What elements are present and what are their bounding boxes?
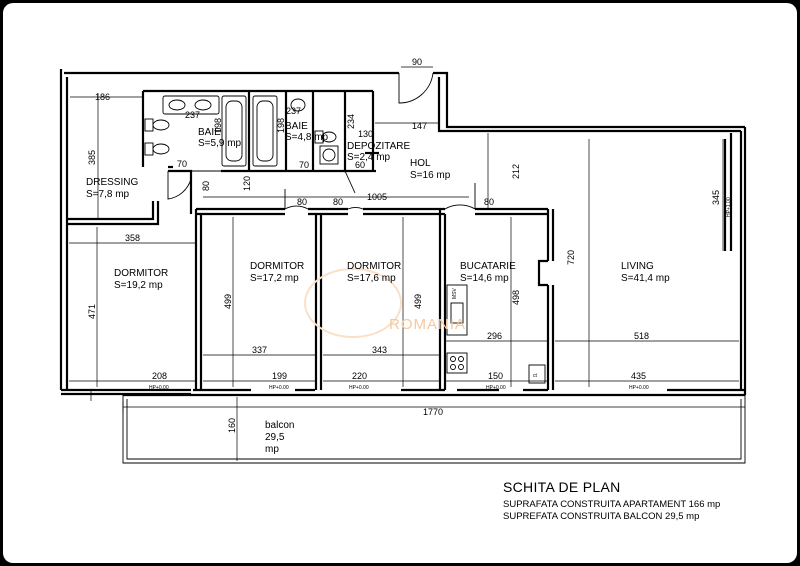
balcon-area-unit: mp	[265, 444, 279, 455]
dim-130: 130	[358, 129, 373, 139]
doors	[167, 72, 476, 210]
dim-720: 720	[566, 250, 576, 265]
dim-80-a: 80	[201, 181, 211, 191]
baie2-name: BAIE	[285, 121, 308, 132]
dim-499-b: 499	[413, 294, 423, 309]
dim-90: 90	[412, 57, 422, 67]
dim-120: 120	[242, 176, 252, 191]
dormitor3-name: DORMITOR	[347, 261, 401, 272]
dim-198-a: 198	[213, 118, 223, 133]
dressing-area: S=7,8 mp	[86, 189, 130, 200]
hol-area: S=16 mp	[410, 170, 451, 181]
baie1-name: BAIE	[198, 127, 221, 138]
hol-name: HOL	[410, 158, 431, 169]
dim-337: 337	[252, 345, 267, 355]
hp-dormitor2: HP+0.00	[269, 385, 289, 391]
depozitare-name: DEPOZITARE	[347, 141, 410, 152]
baie2-area: S=4,8 mp	[285, 132, 329, 143]
dim-1005: 1005	[367, 192, 387, 202]
watermark-logo	[304, 268, 402, 338]
interior-walls	[67, 89, 733, 390]
dormitor3-area: S=17,6 mp	[347, 273, 396, 284]
dim-80-b: 80	[297, 197, 307, 207]
baie1-area: S=5,9 mp	[198, 138, 242, 149]
dim-220: 220	[352, 371, 367, 381]
bucatarie-area: S=14,6 mp	[460, 273, 509, 284]
hp-living: HP+1.00	[726, 197, 732, 217]
plan-title: SCHITA DE PLAN	[503, 479, 621, 495]
dormitor1-name: DORMITOR	[114, 268, 168, 279]
floor-plan-drawing: ROMANIA DRESSING S=7,8 mp BAIE S=5,9 mp …	[59, 57, 747, 464]
hp-bucatarie: HP+0.00	[486, 385, 506, 391]
bucatarie-name: BUCATARIE	[460, 261, 516, 272]
dim-518: 518	[634, 331, 649, 341]
dim-237-b: 237	[286, 106, 301, 116]
dim-198-b: 198	[276, 118, 286, 133]
dim-234: 234	[346, 114, 356, 129]
hp-living-floor: HP+0.00	[629, 385, 649, 391]
dim-358: 358	[125, 233, 140, 243]
floor-plan-sheet: ROMANIA DRESSING S=7,8 mp BAIE S=5,9 mp …	[3, 3, 797, 563]
balcony-outline	[122, 395, 746, 464]
dim-80-d: 80	[484, 197, 494, 207]
balcon-area-value: 29,5	[265, 432, 285, 443]
watermark-text: ROMANIA	[389, 316, 466, 333]
exterior-walls	[59, 69, 747, 397]
dormitor2-area: S=17,2 mp	[250, 273, 299, 284]
dim-70-b: 70	[299, 160, 309, 170]
dim-498: 498	[511, 290, 521, 305]
dim-345: 345	[711, 190, 721, 205]
dim-70-a: 70	[177, 159, 187, 169]
dressing-name: DRESSING	[86, 177, 138, 188]
dim-208: 208	[152, 371, 167, 381]
hp-dormitor3: HP+0.00	[349, 385, 369, 391]
dim-1770: 1770	[423, 407, 443, 417]
living-name: LIVING	[621, 261, 654, 272]
dimension-lines	[69, 66, 745, 461]
depozitare-area: S=2,4 mp	[347, 152, 391, 163]
bathroom-fixtures	[144, 95, 546, 384]
room-labels: DRESSING S=7,8 mp BAIE S=5,9 mp BAIE S=4…	[86, 121, 670, 455]
dim-186: 186	[95, 92, 110, 102]
dormitor2-name: DORMITOR	[250, 261, 304, 272]
dim-435: 435	[631, 371, 646, 381]
dim-212: 212	[511, 164, 521, 179]
dim-199: 199	[272, 371, 287, 381]
hp-dormitor1: HP+0.00	[149, 385, 169, 391]
balcon-name: balcon	[265, 420, 294, 431]
dim-499-a: 499	[223, 294, 233, 309]
dim-471: 471	[87, 304, 97, 319]
ct-label: ct	[533, 373, 538, 379]
dimension-labels: 90 186 385 237 237 198 198 234 130 147 7…	[87, 57, 732, 433]
dim-385: 385	[87, 150, 97, 165]
dim-150: 150	[488, 371, 503, 381]
balcony-area-line: SUPREFATA CONSTRUITA BALCON 29,5 mp	[503, 511, 700, 522]
dim-80-c: 80	[333, 197, 343, 207]
living-area: S=41,4 mp	[621, 273, 670, 284]
dim-296: 296	[487, 331, 502, 341]
dormitor1-area: S=19,2 mp	[114, 280, 163, 291]
apartment-area-line: SUPRAFATA CONSTRUITA APARTAMENT 166 mp	[503, 499, 721, 510]
dim-343: 343	[372, 345, 387, 355]
dim-147: 147	[412, 121, 427, 131]
dim-160: 160	[227, 418, 237, 433]
dim-60: 60	[355, 160, 365, 170]
msv-label: MSV	[452, 288, 458, 300]
plan-title-block: SCHITA DE PLAN SUPRAFATA CONSTRUITA APAR…	[503, 479, 793, 523]
dim-237-a: 237	[185, 110, 200, 120]
